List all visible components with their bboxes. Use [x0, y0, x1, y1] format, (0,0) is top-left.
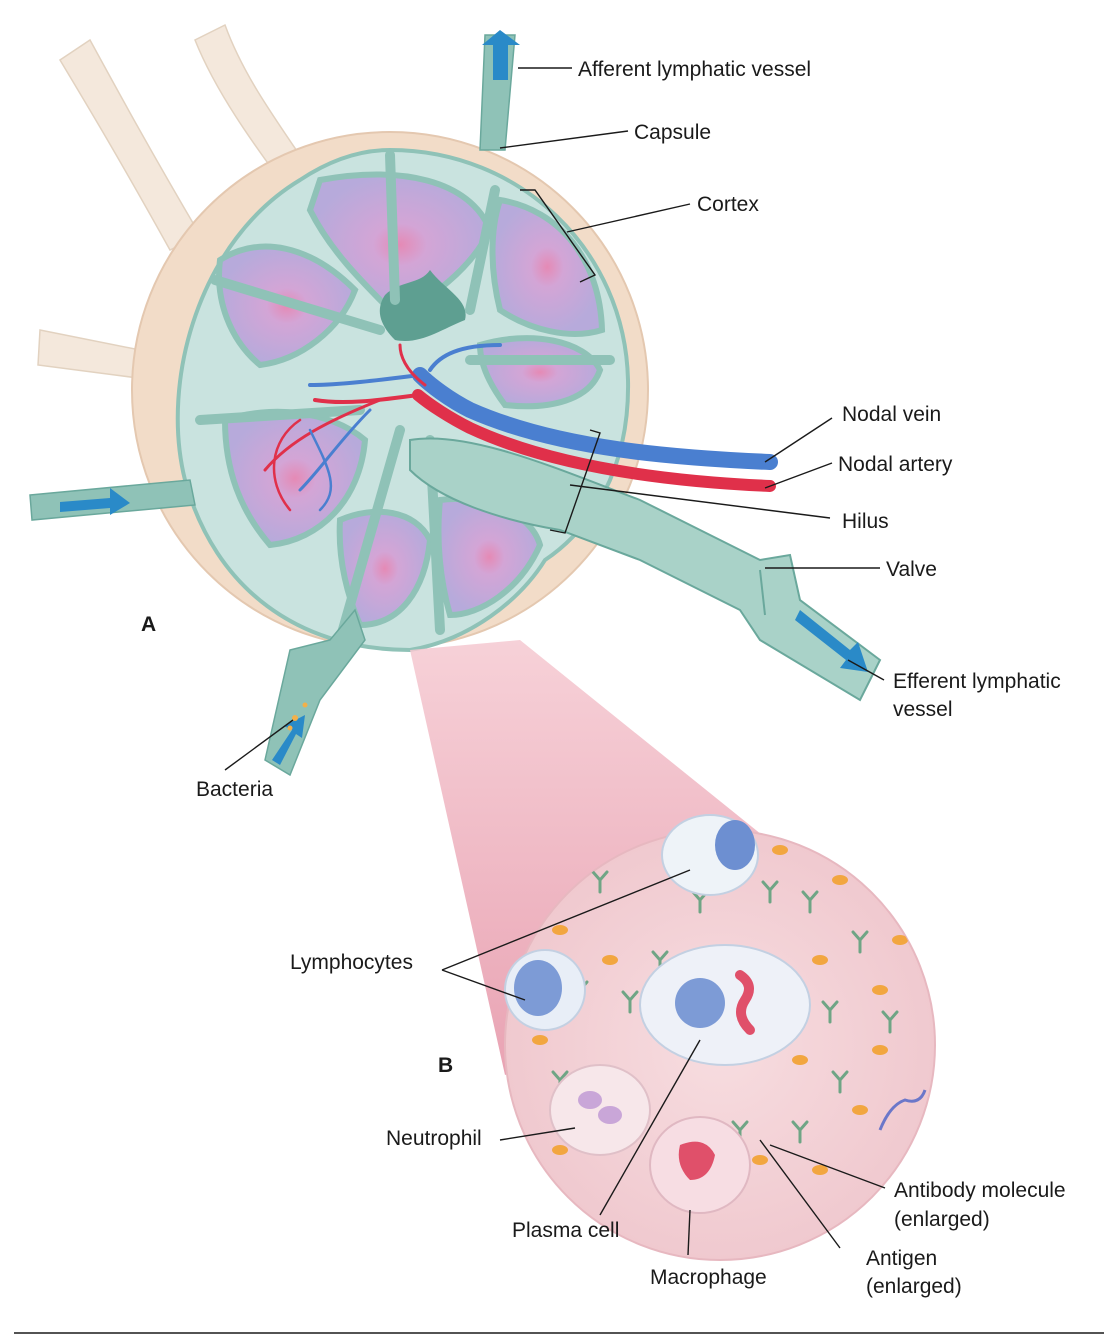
label-plasma-cell: Plasma cell [512, 1219, 619, 1242]
lymph-node [29, 23, 882, 777]
labels: Afferent lymphatic vessel Capsule Cortex… [141, 58, 1066, 1298]
label-capsule: Capsule [634, 121, 711, 144]
plasma-cell [639, 944, 811, 1066]
lymphocyte-left [504, 949, 586, 1031]
label-efferent-lymphatic-vessel-line1: Efferent lymphatic [893, 670, 1061, 693]
label-valve: Valve [886, 558, 937, 581]
label-antibody-molecule-line1: Antibody molecule [894, 1179, 1066, 1202]
label-efferent-lymphatic-vessel-line2: vessel [893, 698, 953, 721]
panel-label-b: B [438, 1054, 453, 1077]
neutrophil [549, 1064, 651, 1156]
medullary-sinus [379, 270, 466, 341]
label-antigen-line1: Antigen [866, 1247, 937, 1270]
label-neutrophil: Neutrophil [386, 1127, 482, 1150]
antibody-molecules [551, 870, 899, 1144]
label-lymphocytes: Lymphocytes [290, 951, 413, 974]
macrophage [649, 1116, 751, 1214]
leader-lines [224, 67, 886, 1256]
label-antigen-line2: (enlarged) [866, 1275, 962, 1298]
efferent-vessel [409, 437, 882, 702]
nodal-artery [412, 389, 776, 492]
lymph-flow-arrows [60, 30, 868, 765]
label-cortex: Cortex [697, 193, 759, 216]
label-hilus: Hilus [842, 510, 889, 533]
label-afferent-lymphatic-vessel: Afferent lymphatic vessel [578, 58, 811, 81]
magnified-field [504, 814, 936, 1261]
label-bacteria: Bacteria [196, 778, 273, 801]
blood-vessels [263, 343, 778, 512]
bacteria-strand [878, 1089, 927, 1131]
label-macrophage: Macrophage [650, 1266, 767, 1289]
panel-label-a: A [141, 613, 156, 636]
label-nodal-vein: Nodal vein [842, 403, 941, 426]
nodal-vein [412, 367, 778, 470]
lymphocyte-top [661, 814, 759, 896]
bacteria-dots [287, 702, 308, 731]
label-antibody-molecule-line2: (enlarged) [894, 1208, 990, 1231]
label-nodal-artery: Nodal artery [838, 453, 953, 476]
